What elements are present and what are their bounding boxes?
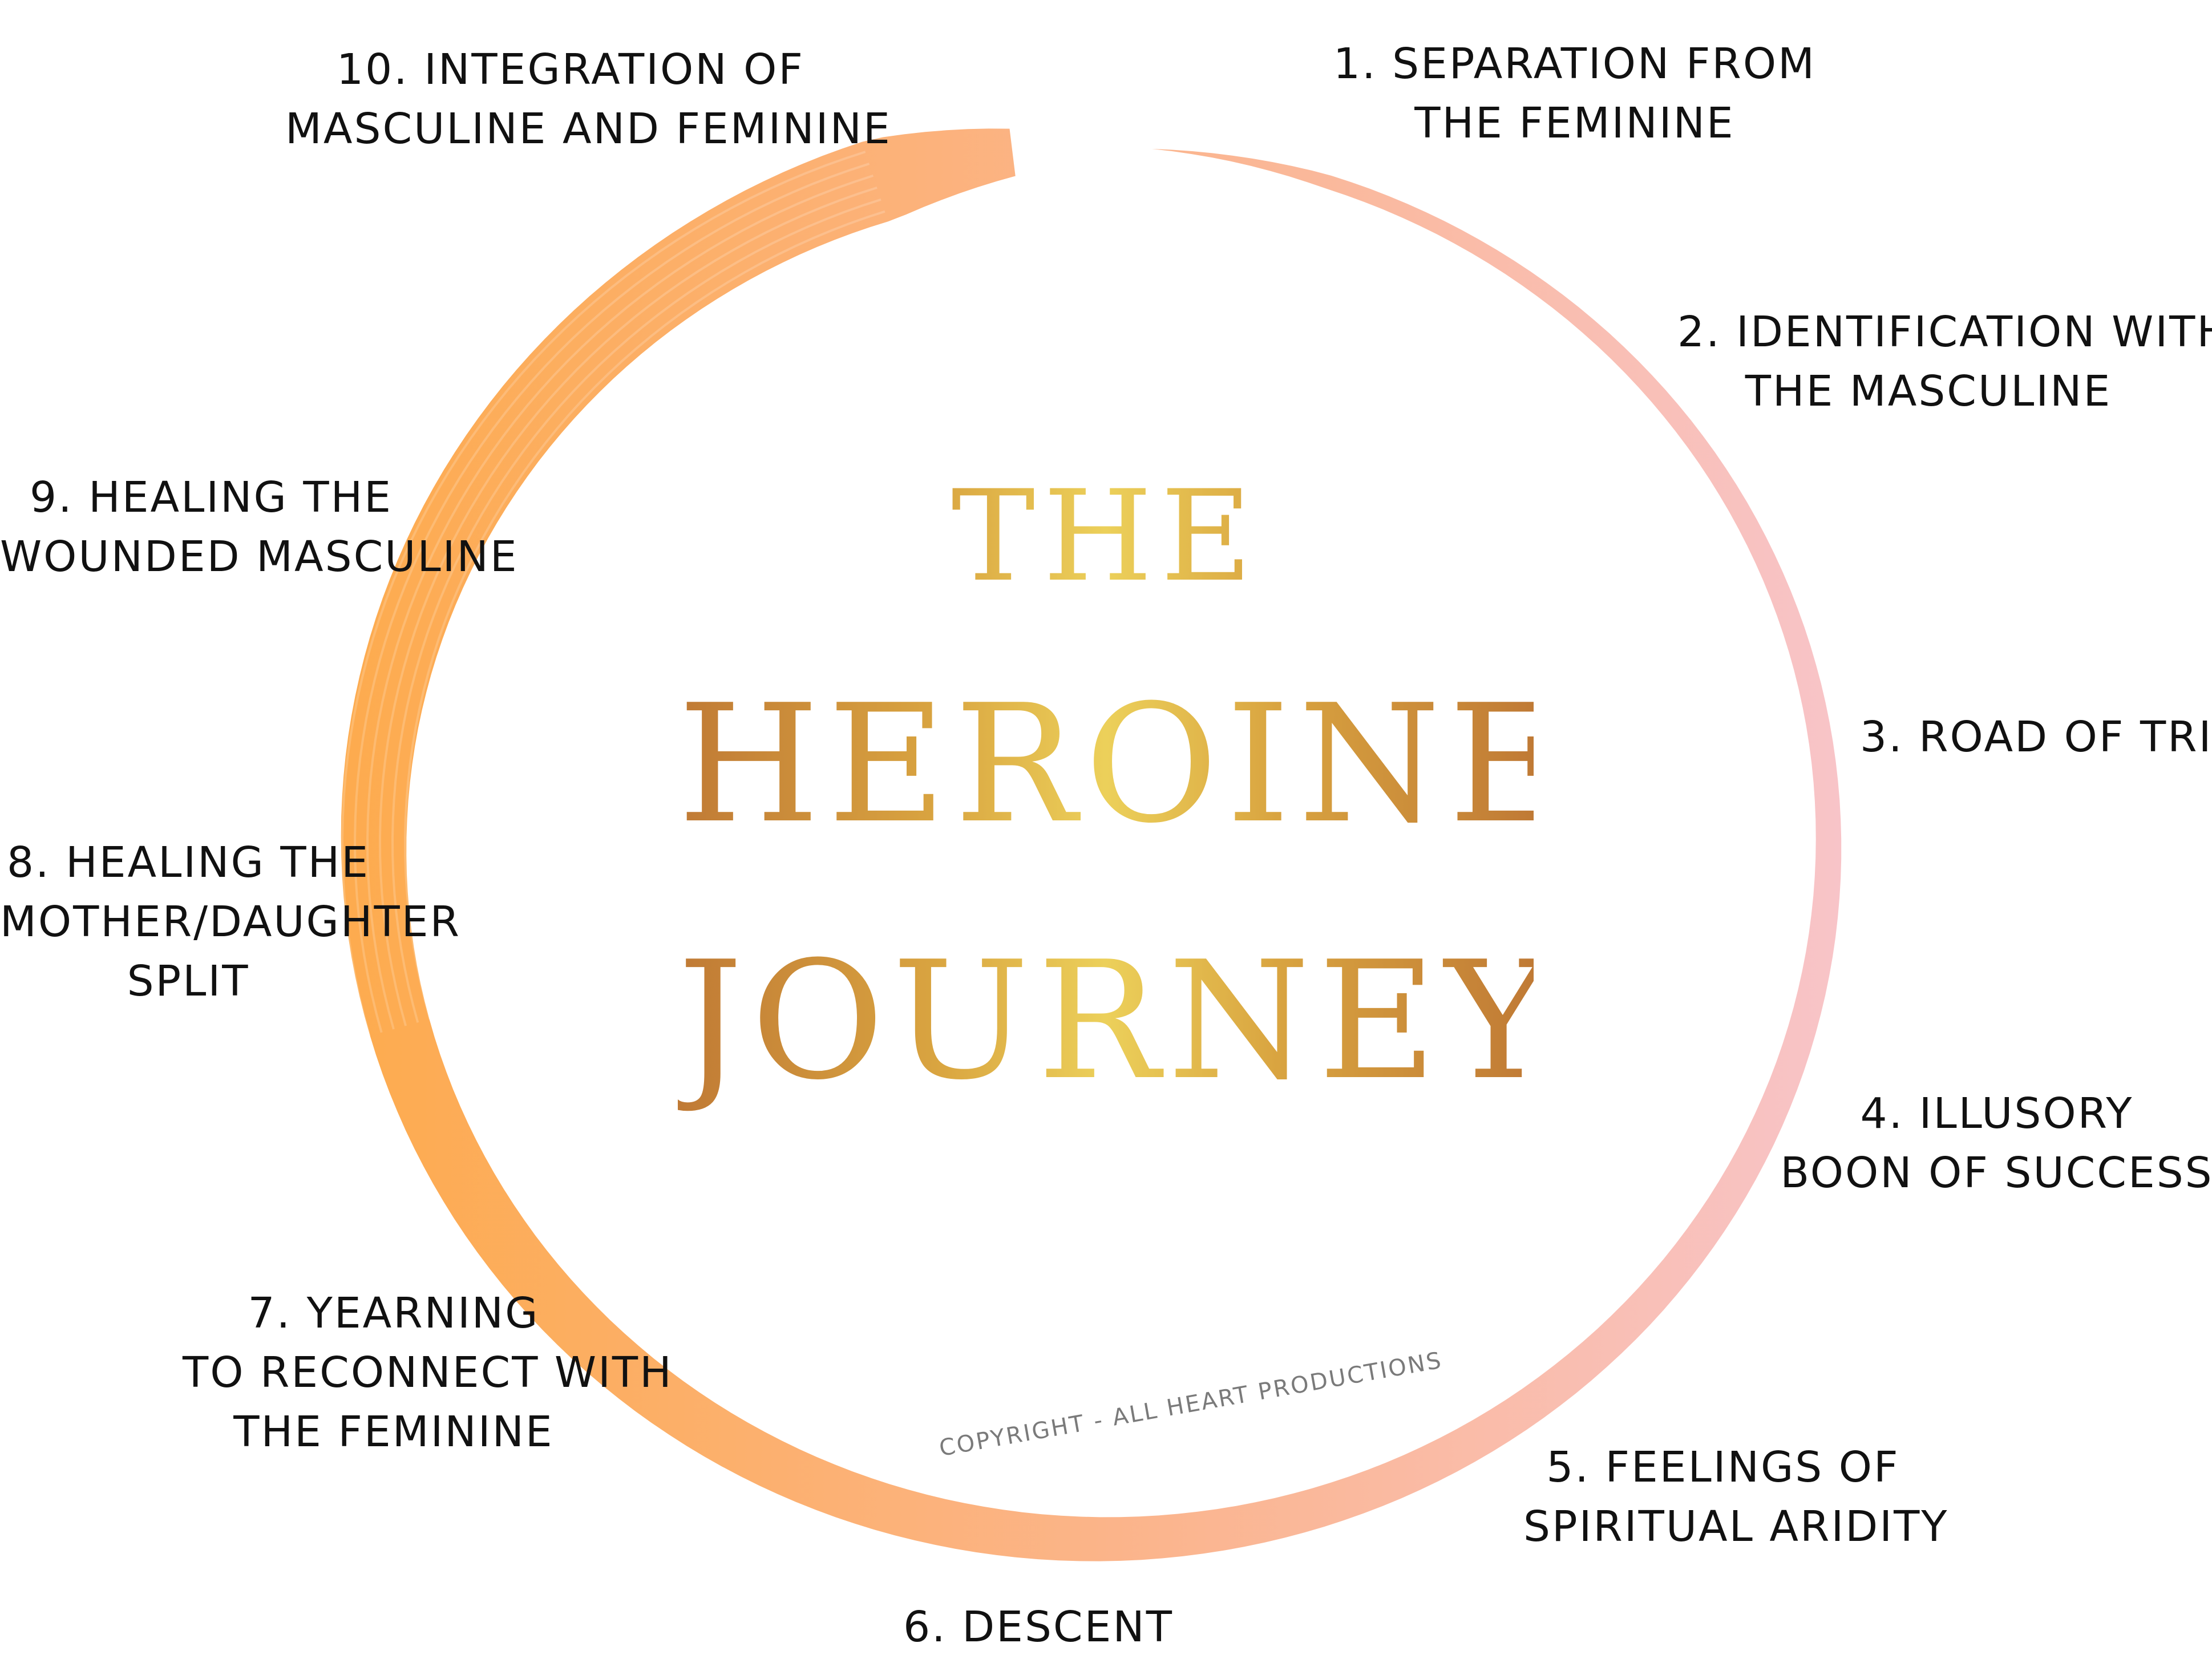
- ring-bristle-streak: [366, 175, 874, 1030]
- ring-bristle-streak: [391, 198, 881, 1023]
- stage-1-line-1: 1. SEPARATION FROM: [1333, 39, 1816, 88]
- stage-5-line-1: 5. FEELINGS OF: [1546, 1443, 1900, 1492]
- stage-4-label: 4. ILLUSORY BOON OF SUCCESS: [1780, 1084, 2212, 1203]
- stage-8-line-3: SPLIT: [127, 957, 250, 1006]
- stage-1-line-2: THE FEMININE: [1414, 99, 1735, 148]
- ring-bristle-streak: [341, 151, 866, 1037]
- journey-ring: [341, 128, 1842, 1561]
- stage-6-line-1: 6. DESCENT: [903, 1603, 1174, 1652]
- stage-3-line-1: 3. ROAD OF TRIALS: [1860, 713, 2212, 762]
- stage-4-line-1: 4. ILLUSORY: [1860, 1089, 2134, 1138]
- stage-10-label: 10. INTEGRATION OF MASCULINE AND FEMININ…: [285, 40, 892, 159]
- stage-10-line-2: MASCULINE AND FEMININE: [285, 104, 892, 153]
- ring-bristle-streak: [354, 163, 870, 1033]
- stage-7-line-2: TO RECONNECT WITH: [183, 1348, 673, 1397]
- stage-10-line-1: 10. INTEGRATION OF: [337, 45, 804, 94]
- stage-3-label: 3. ROAD OF TRIALS: [1860, 707, 2212, 767]
- ring-bristle-streak: [378, 186, 877, 1026]
- stage-8-line-1: 8. HEALING THE: [6, 838, 370, 887]
- title-heroines: HEROINE'S: [678, 670, 1748, 859]
- stage-2-line-1: 2. IDENTIFICATION WITH: [1677, 307, 2212, 357]
- stage-7-label: 7. YEARNING TO RECONNECT WITH THE FEMINI…: [183, 1284, 673, 1462]
- stage-1-label: 1. SEPARATION FROM THE FEMININE: [1272, 34, 1877, 153]
- stage-9-line-2: WOUNDED MASCULINE: [0, 532, 519, 581]
- stage-6-label: 6. DESCENT: [879, 1597, 1198, 1657]
- title-journey: JOURNEY: [678, 926, 1560, 1116]
- title-line-2: HEROINE'S: [678, 670, 1748, 859]
- stage-7-line-1: 7. YEARNING: [248, 1289, 540, 1338]
- stage-9-line-1: 9. HEALING THE: [29, 473, 393, 522]
- title-line-1: THE: [678, 465, 1534, 608]
- stage-5-label: 5. FEELINGS OF SPIRITUAL ARIDITY: [1523, 1438, 1949, 1556]
- stage-7-line-3: THE FEMININE: [233, 1407, 554, 1456]
- ring-bristle-streak: [403, 210, 885, 1020]
- title-the: THE: [678, 465, 1534, 608]
- stage-2-line-2: THE MASCULINE: [1745, 367, 2112, 416]
- stage-2-label: 2. IDENTIFICATION WITH THE MASCULINE: [1677, 302, 2212, 421]
- stage-8-label: 8. HEALING THE MOTHER/DAUGHTER SPLIT: [0, 833, 461, 1011]
- stage-5-line-2: SPIRITUAL ARIDITY: [1523, 1502, 1949, 1551]
- stage-9-label: 9. HEALING THE WOUNDED MASCULINE: [0, 468, 519, 586]
- stage-8-line-2: MOTHER/DAUGHTER: [0, 897, 461, 946]
- title-line-3: JOURNEY: [678, 926, 1560, 1116]
- stage-4-line-2: BOON OF SUCCESS: [1780, 1148, 2212, 1197]
